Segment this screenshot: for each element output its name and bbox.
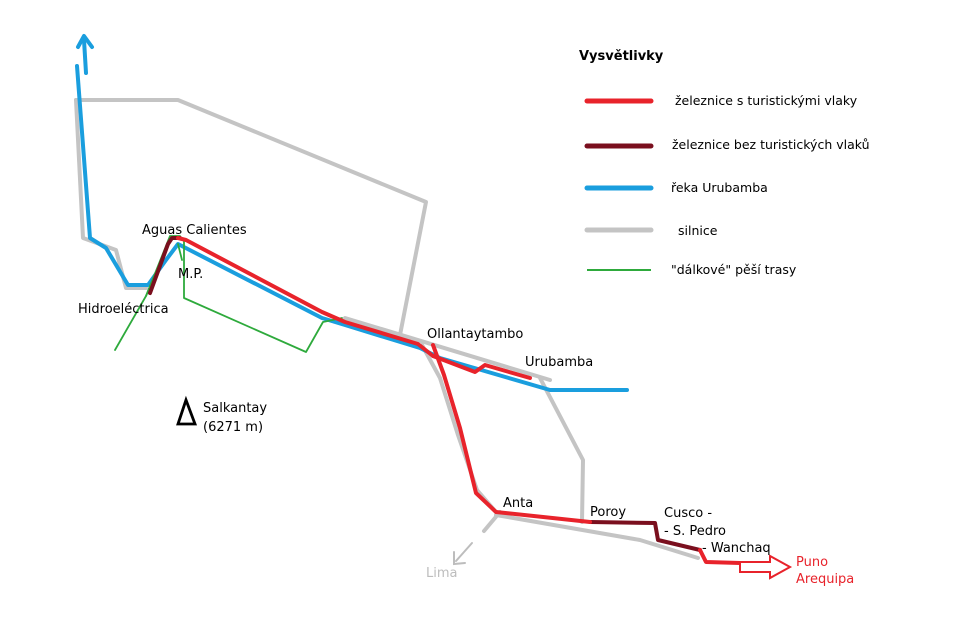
label-wanchaq: - Wanchaq — [702, 541, 771, 556]
rail-no-tourist-layer — [148, 236, 702, 552]
road-north-loop — [74, 98, 428, 337]
label-poroy: Poroy — [590, 505, 626, 520]
river-north-arrow-head — [76, 34, 94, 49]
legend-title: Vysvětlivky — [579, 49, 664, 64]
road-anta-cusco — [494, 513, 700, 560]
label-salkantay-elev: (6271 m) — [203, 420, 263, 435]
rail-cusco-wanchaq — [698, 548, 742, 565]
label-hidroelectrica: Hidroeléctrica — [78, 302, 169, 317]
label-cusco: Cusco - — [664, 506, 712, 521]
rail-ollanta-urubamba — [431, 354, 532, 380]
tourist-rail-layer — [176, 236, 742, 565]
lima-arrow-icon — [453, 542, 473, 566]
lima-arrow-shaft — [455, 542, 473, 562]
label-urubamba: Urubamba — [525, 355, 593, 370]
roads-layer — [74, 98, 700, 560]
road-urubamba-cusco — [538, 376, 585, 524]
river-north-arrow-shaft — [82, 38, 88, 75]
legend-label-rail-no-tourist: železnice bez turistických vlaků — [672, 137, 870, 152]
rail-ollanta-anta-poroy — [431, 343, 592, 524]
label-lima: Lima — [426, 566, 457, 581]
label-puno: Puno — [796, 555, 828, 570]
lima-arrow-head — [453, 551, 466, 566]
label-salkantay: Salkantay — [203, 401, 267, 416]
legend-label-river: řeka Urubamba — [671, 180, 768, 195]
trail-hidro-branch — [145, 281, 153, 297]
legend: Vysvětlivky železnice s turistickými vla… — [579, 49, 870, 277]
legend-label-trail: "dálkové" pěší trasy — [671, 262, 797, 277]
road-to-urubamba — [343, 316, 552, 382]
legend-label-road: silnice — [678, 223, 718, 238]
trail-mp-branch — [177, 243, 183, 261]
river-layer — [75, 34, 629, 392]
road-to-lima — [482, 510, 502, 533]
label-ollantaytambo: Ollantaytambo — [427, 327, 523, 342]
label-san-pedro: - S. Pedro — [664, 524, 726, 539]
label-mp: M.P. — [178, 267, 203, 282]
label-anta: Anta — [503, 496, 533, 511]
road-hidroelectrica — [74, 98, 148, 290]
trail-salkantay — [183, 239, 343, 353]
puno-arrow-icon — [739, 554, 793, 580]
rail-poroy-cusco — [588, 520, 702, 552]
mountain-triangle-icon — [176, 395, 198, 426]
label-arequipa: Arequipa — [796, 572, 854, 587]
rail-aguas-ollanta — [176, 236, 435, 358]
label-aguas-calientes: Aguas Calientes — [142, 223, 247, 238]
legend-label-tourist-rail: železnice s turistickými vlaky — [675, 93, 858, 108]
